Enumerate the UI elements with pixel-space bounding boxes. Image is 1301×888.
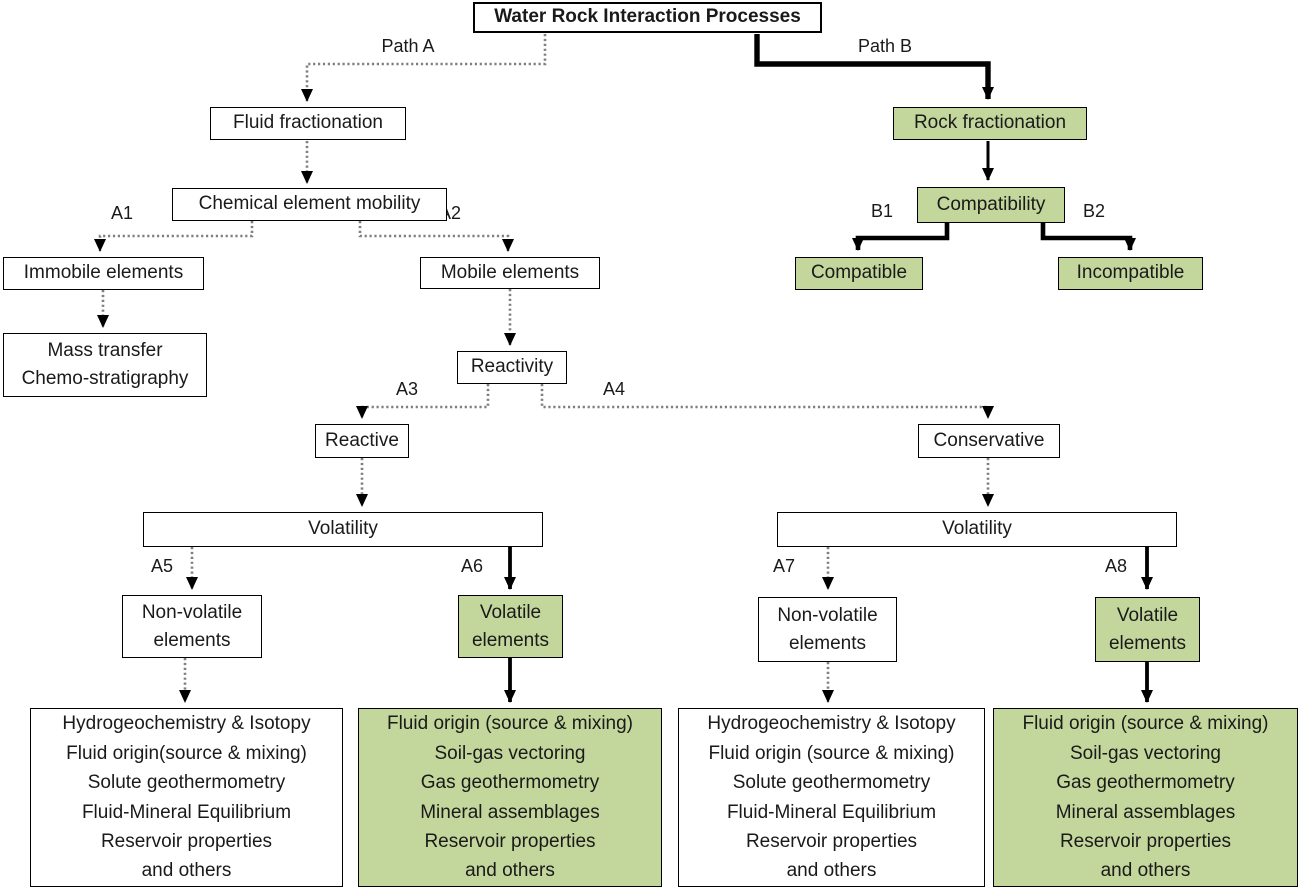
outcome-line: Fluid origin (source & mixing) [386,713,634,735]
edge-label-a5: A5 [150,556,174,576]
connector-b2 [1040,223,1136,251]
node-compatibility: Compatibility [917,187,1065,223]
outcome-line: Fluid-Mineral Equilibrium [81,801,292,823]
volatile-left-line: Volatile [479,601,542,623]
node-mass-transfer-chemo-stratigraphy: Mass transfer Chemo-stratigraphy [3,333,207,397]
edge-label-a4: A4 [602,379,626,399]
outcome-line: Reservoir properties [424,830,596,852]
connector-b1 [852,223,950,251]
chemo-stratigraphy-line: Chemo-stratigraphy [21,368,189,389]
connector-path-a [301,34,547,102]
edge-label-a6: A6 [460,556,484,576]
nonvolatile-right-line: Non-volatile [777,604,878,626]
outcome-line: Soil-gas vectoring [434,742,586,764]
edge-label-b2: B2 [1082,201,1106,221]
outcome-line: and others [1100,860,1191,882]
outcome-line: Reservoir properties [100,830,273,852]
outcome-line: Mineral assemblages [420,801,600,823]
outcome-line: Solute geothermometry [87,772,286,794]
node-volatility-right: Volatility [777,512,1177,547]
connector-a2 [358,221,514,252]
node-nonvolatile-elements-left: Non-volatile elements [122,595,262,658]
edge-label-path-a: Path A [381,36,435,56]
outcome-box-volatile-reactive: Fluid origin (source & mixing) Soil-gas … [358,708,662,887]
node-immobile-elements: Immobile elements [3,257,204,290]
edge-label-a1: A1 [110,203,134,223]
connector-a4 [540,384,994,419]
outcome-line: Reservoir properties [1059,830,1232,852]
connector-a1 [94,221,254,252]
outcome-line: Gas geothermometry [420,772,600,794]
edge-label-a8: A8 [1104,556,1128,576]
node-compatible: Compatible [795,257,923,290]
outcome-line: and others [141,860,232,882]
outcome-line: and others [786,860,877,882]
outcome-line: Fluid origin(source & mixing) [66,742,307,764]
volatile-right-line: elements [1108,632,1187,654]
edge-label-b1: B1 [870,201,894,221]
node-mobile-elements: Mobile elements [420,257,600,289]
node-conservative: Conservative [918,424,1060,458]
node-incompatible: Incompatible [1058,257,1203,290]
outcome-box-volatile-conservative: Fluid origin (source & mixing) Soil-gas … [993,708,1298,887]
node-rock-fractionation: Rock fractionation [893,107,1087,140]
outcome-line: Fluid-Mineral Equilibrium [726,801,937,823]
node-reactivity: Reactivity [457,351,567,384]
edge-label-a7: A7 [772,556,796,576]
outcome-line: Reservoir properties [745,830,918,852]
outcome-line: Solute geothermometry [732,772,931,794]
connector-a3 [356,384,490,419]
outcome-line: and others [465,860,555,882]
node-volatility-left: Volatility [143,512,543,547]
nonvolatile-left-line: Non-volatile [141,601,243,623]
connector-path-b [754,34,994,100]
outcome-box-nonvolatile-reactive: Hydrogeochemistry & Isotopy Fluid origin… [30,708,343,887]
edge-label-path-b: Path B [857,36,913,56]
outcome-line: Fluid origin (source & mixing) [1022,713,1269,735]
outcome-line: Hydrogeochemistry & Isotopy [62,713,311,735]
outcome-line: Fluid origin (source & mixing) [708,742,955,764]
node-volatile-elements-right: Volatile elements [1095,597,1200,662]
nonvolatile-right-line: elements [788,632,867,654]
outcome-line: Soil-gas vectoring [1069,742,1222,764]
volatile-right-line: Volatile [1116,604,1179,626]
node-nonvolatile-elements-right: Non-volatile elements [758,597,897,662]
volatile-left-line: elements [471,629,550,651]
outcome-line: Gas geothermometry [1056,772,1235,794]
outcome-box-nonvolatile-conservative: Hydrogeochemistry & Isotopy Fluid origin… [678,708,985,887]
node-fluid-fractionation: Fluid fractionation [210,107,406,140]
edge-label-a3: A3 [395,379,419,399]
node-chemical-element-mobility: Chemical element mobility [172,188,447,221]
node-volatile-elements-left: Volatile elements [458,595,563,658]
outcome-line: Hydrogeochemistry & Isotopy [707,713,956,735]
outcome-line: Mineral assemblages [1055,801,1236,823]
mass-transfer-line: Mass transfer [47,340,163,361]
node-title: Water Rock Interaction Processes [473,2,822,33]
nonvolatile-left-line: elements [153,629,231,651]
node-reactive: Reactive [315,424,409,458]
